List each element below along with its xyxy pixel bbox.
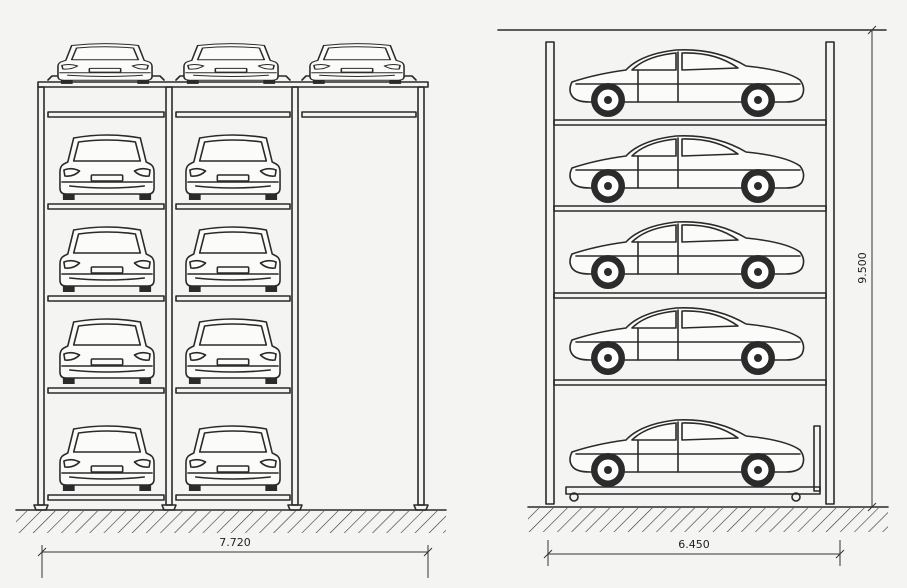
side-view: 6.450 9.500 [497, 25, 889, 566]
side-width-label: 6.450 [678, 538, 710, 551]
front-width-label: 7.720 [219, 536, 251, 549]
front-width-dimension: 7.720 [37, 536, 433, 578]
front-columns [33, 86, 429, 511]
side-columns [545, 41, 835, 505]
side-height-label: 9.500 [856, 252, 869, 284]
front-cars [57, 42, 405, 492]
front-view: 7.720 [15, 42, 447, 578]
side-shelves [553, 119, 827, 386]
side-ground [527, 506, 889, 532]
front-ground [15, 509, 447, 533]
front-top-beam [37, 81, 429, 88]
side-ground-pallet [565, 425, 821, 502]
side-height-dimension: 9.500 [856, 25, 877, 512]
side-width-dimension: 6.450 [543, 538, 845, 566]
side-cars [569, 48, 805, 488]
front-pallets [47, 75, 417, 501]
